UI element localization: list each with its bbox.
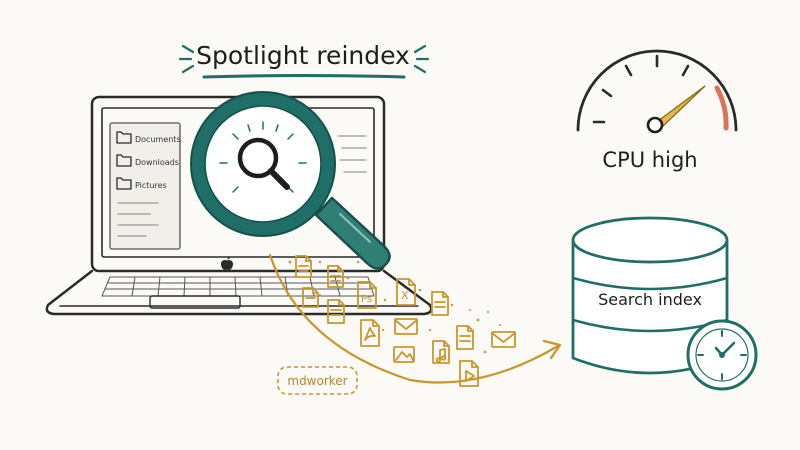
folder-icon [116,131,132,144]
pdf-file-icon [360,319,380,347]
motion-dots [288,260,501,354]
speedometer-icon: CPU high [576,49,738,172]
gauge-red-zone [714,85,729,131]
database-label: Search index [598,290,702,309]
folder-label: Pictures [135,181,167,190]
flying-files: Ps X [295,255,516,387]
sidebar-placeholder-lines [117,202,159,237]
magnifier-handle [314,196,391,270]
gauge-hub [646,116,664,134]
search-icon [237,137,290,190]
magnifier-handle-shine [339,213,371,243]
apple-logo-icon [221,256,233,270]
title-sparks-left [178,44,195,74]
photoshop-file-icon: Ps [357,281,377,309]
laptop-keyboard [101,276,375,297]
magnifier-rays [219,121,307,193]
magnifier-rim-outer [190,91,336,237]
document-icon [295,255,312,278]
spreadsheet-file-icon: X [396,278,416,306]
ps-glyph: Ps [361,294,372,305]
music-icon [432,340,450,364]
mail-icon [491,331,516,348]
laptop: Documents Downloads Pictures [45,95,433,316]
folder-row-pictures: Pictures [116,177,167,190]
folder-icon [116,177,132,190]
title-sparks-right [413,44,430,74]
gauge-ticks [592,54,690,124]
mail-icon [394,318,418,335]
laptop-trackpad [149,295,241,309]
document-icon [456,325,474,350]
magnifier-icon [190,91,391,270]
title-group: Spotlight reindex [178,41,430,79]
folder-label: Documents [135,135,181,144]
document-icon [431,291,449,316]
document-icon [302,287,319,308]
flow-arrow [268,253,560,384]
magnifier-rim-inner [204,105,322,223]
title-text: Spotlight reindex [196,41,410,70]
folder-row-downloads: Downloads [116,154,179,167]
title-underline [202,74,406,79]
video-icon [459,360,479,387]
clock-center [719,352,725,358]
finder-sidebar [109,122,181,250]
mdworker-label: mdworker [287,374,347,388]
folder-label: Downloads [135,158,179,167]
document-icon [327,299,345,324]
x-glyph: X [401,289,409,302]
clock-inner [695,328,749,382]
cpu-label: CPU high [602,148,697,172]
database-top [571,216,729,264]
gauge-arc [576,49,738,132]
mdworker-process: mdworker [277,366,358,395]
content-placeholder-lines [337,135,367,173]
laptop-base [45,269,433,316]
document-icon [327,265,344,288]
clock-ticks [697,330,747,380]
folder-row-documents: Documents [116,131,181,144]
clock-icon [686,319,758,391]
image-icon [393,346,415,363]
arrow-icon [542,339,562,360]
mdworker-pill [277,366,358,395]
magnifier-lens [191,92,335,236]
database-band-1 [571,276,729,291]
folder-icon [116,154,132,167]
